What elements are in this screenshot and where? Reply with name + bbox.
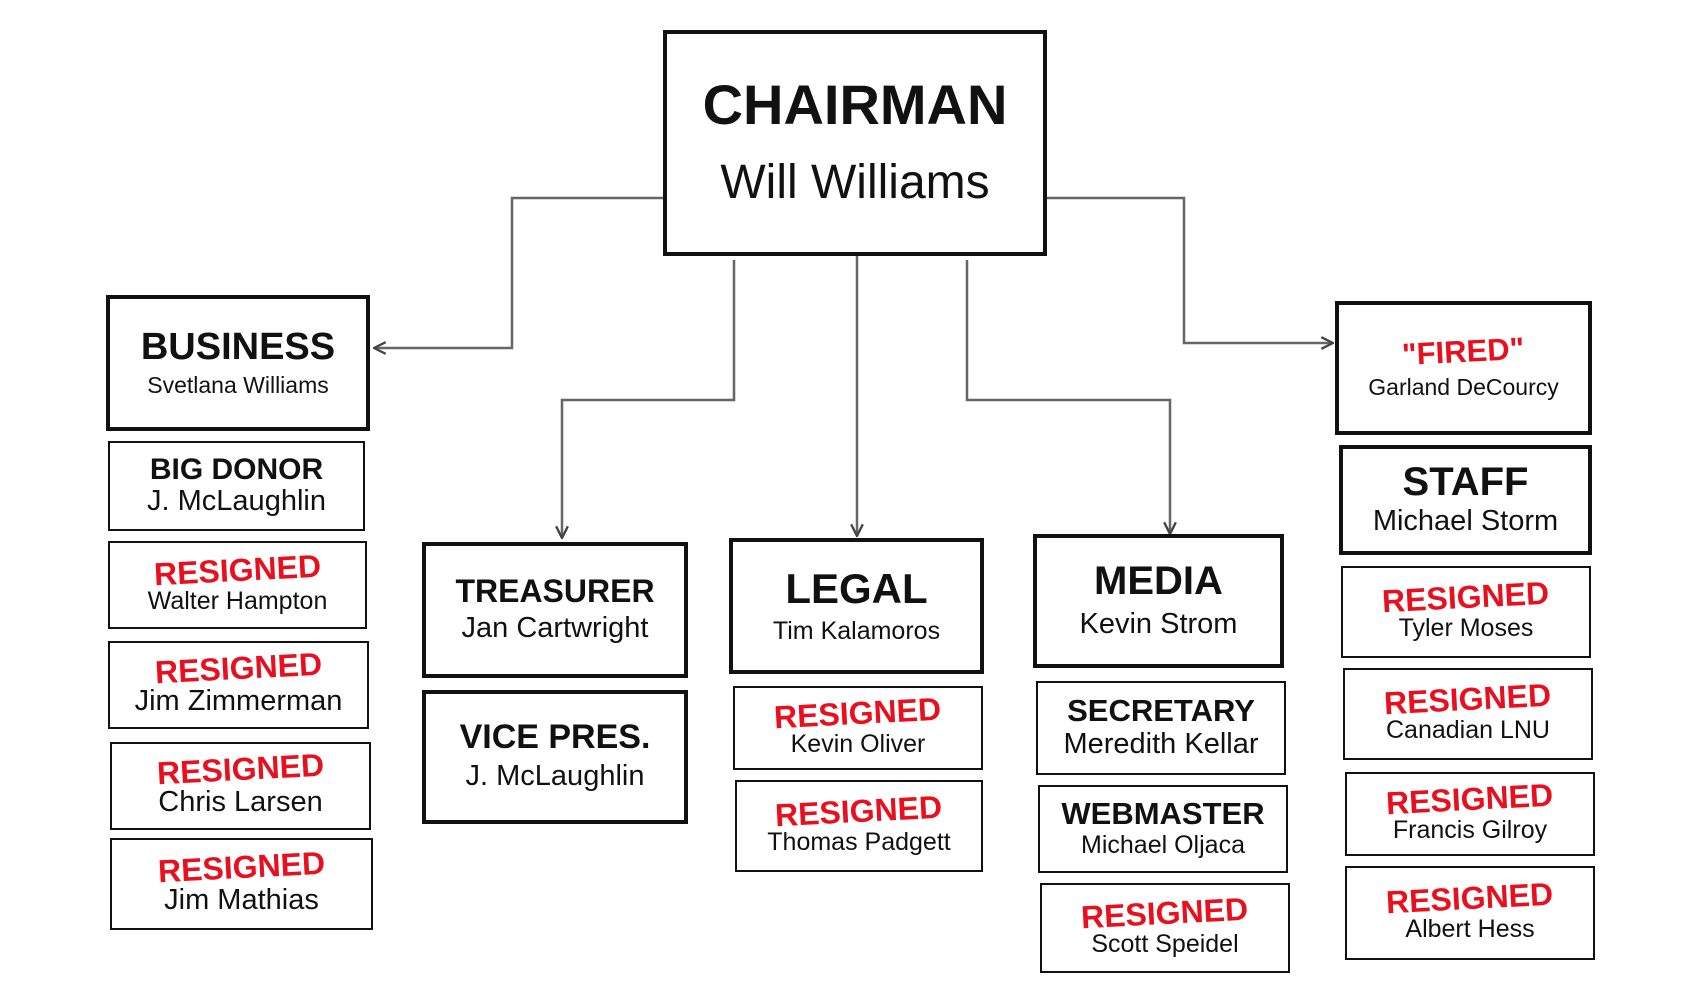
arrow-to-business — [374, 196, 663, 348]
business-item-resigned-2: RESIGNED Jim Zimmerman — [108, 641, 369, 729]
media-item-resigned: RESIGNED Scott Speidel — [1040, 883, 1290, 973]
business-title: BUSINESS — [140, 325, 336, 368]
resigned-stamp: RESIGNED — [1080, 890, 1250, 936]
secretary-label: SECRETARY — [1067, 693, 1255, 729]
member-name: Scott Speidel — [1091, 930, 1239, 959]
media-box: MEDIA Kevin Strom — [1033, 534, 1284, 668]
resigned-stamp: RESIGNED — [154, 645, 323, 690]
resigned-stamp: RESIGNED — [156, 746, 325, 791]
resigned-stamp: RESIGNED — [1383, 676, 1553, 722]
business-box: BUSINESS Svetlana Williams — [106, 295, 370, 431]
business-item-resigned-3: RESIGNED Chris Larsen — [110, 742, 371, 830]
fired-stamp: "FIRED" — [1401, 330, 1526, 372]
fired-item-resigned-3: RESIGNED Francis Gilroy — [1345, 772, 1595, 856]
resigned-stamp: RESIGNED — [1381, 574, 1551, 620]
resigned-stamp: RESIGNED — [1385, 776, 1555, 822]
resigned-stamp: RESIGNED — [1385, 875, 1555, 921]
member-name: Albert Hess — [1405, 915, 1535, 944]
member-name: Jim Mathias — [164, 884, 319, 917]
vice-pres-title: VICE PRES. — [459, 718, 651, 757]
member-name: Kevin Oliver — [790, 730, 926, 759]
vice-pres-box: VICE PRES. J. McLaughlin — [422, 690, 688, 824]
media-item-webmaster: WEBMASTER Michael Oljaca — [1038, 785, 1288, 873]
resigned-stamp: RESIGNED — [774, 788, 944, 834]
business-item-resigned-4: RESIGNED Jim Mathias — [110, 838, 373, 930]
legal-title: LEGAL — [785, 564, 928, 612]
webmaster-label: WEBMASTER — [1061, 796, 1265, 832]
legal-box: LEGAL Tim Kalamoros — [729, 538, 984, 674]
staff-box: STAFF Michael Storm — [1339, 445, 1592, 555]
secretary-name: Meredith Kellar — [1063, 727, 1259, 760]
business-item-big-donor: BIG DONOR J. McLaughlin — [108, 441, 365, 531]
member-name: Tyler Moses — [1398, 614, 1534, 643]
chairman-box: CHAIRMAN Will Williams — [663, 30, 1047, 256]
chairman-title: CHAIRMAN — [702, 73, 1008, 136]
vice-pres-name: J. McLaughlin — [465, 760, 645, 793]
media-item-secretary: SECRETARY Meredith Kellar — [1036, 681, 1286, 775]
resigned-stamp: RESIGNED — [157, 844, 326, 889]
arrow-to-treasurer — [562, 260, 736, 538]
member-name: Canadian LNU — [1386, 716, 1550, 745]
fired-item-resigned-4: RESIGNED Albert Hess — [1345, 866, 1595, 960]
legal-item-resigned-1: RESIGNED Kevin Oliver — [733, 686, 983, 770]
business-item-resigned-1: RESIGNED Walter Hampton — [108, 541, 367, 629]
legal-item-resigned-2: RESIGNED Thomas Padgett — [735, 780, 983, 872]
staff-title: STAFF — [1402, 460, 1529, 505]
resigned-stamp: RESIGNED — [153, 547, 322, 593]
fired-name: Garland DeCourcy — [1368, 374, 1559, 401]
media-title: MEDIA — [1094, 559, 1223, 604]
fired-box: "FIRED" Garland DeCourcy — [1335, 301, 1592, 435]
member-name: Francis Gilroy — [1392, 816, 1548, 845]
big-donor-label: BIG DONOR — [149, 452, 324, 486]
media-name: Kevin Strom — [1079, 608, 1238, 641]
chairman-name: Will Williams — [720, 155, 990, 209]
staff-name: Michael Storm — [1372, 505, 1559, 538]
member-name: Thomas Padgett — [767, 828, 951, 857]
big-donor-name: J. McLaughlin — [147, 485, 326, 518]
member-name: Jim Zimmerman — [134, 685, 343, 718]
arrow-to-media — [965, 260, 1170, 534]
fired-item-resigned-1: RESIGNED Tyler Moses — [1341, 566, 1591, 658]
webmaster-name: Michael Oljaca — [1081, 830, 1245, 859]
treasurer-box: TREASURER Jan Cartwright — [422, 542, 688, 678]
treasurer-title: TREASURER — [455, 572, 655, 609]
arrow-to-fired — [1046, 196, 1333, 343]
legal-name: Tim Kalamoros — [772, 616, 941, 645]
fired-item-resigned-2: RESIGNED Canadian LNU — [1343, 668, 1593, 760]
business-name: Svetlana Williams — [147, 371, 329, 398]
member-name: Walter Hampton — [147, 587, 328, 616]
resigned-stamp: RESIGNED — [773, 690, 943, 736]
member-name: Chris Larsen — [158, 786, 323, 819]
treasurer-name: Jan Cartwright — [461, 612, 649, 645]
